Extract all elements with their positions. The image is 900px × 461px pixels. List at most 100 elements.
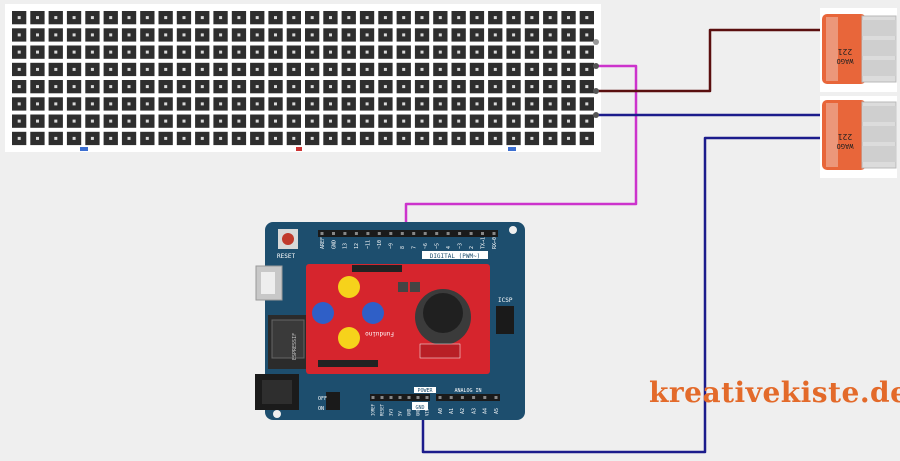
led-pixel-chip (145, 85, 149, 89)
bottom-header-pins (371, 396, 498, 399)
led-pixel-chip (512, 85, 516, 89)
analog-pin-label: A4 (483, 408, 489, 414)
led-pixel-chip (90, 16, 94, 20)
led-pixel-chip (164, 136, 168, 140)
led-pixel-chip (200, 16, 204, 20)
led-pixel-chip (310, 136, 314, 140)
led-pixel-chip (164, 67, 168, 71)
led-pixel-chip (182, 67, 186, 71)
header-pin (469, 232, 473, 235)
wifi-module-shield (271, 319, 305, 359)
digital-pin-label: ~5 (435, 243, 441, 249)
digital-pin-label: ~3 (457, 243, 463, 249)
led-pixel-chip (347, 50, 351, 54)
led-pixel-chip (237, 102, 241, 106)
header-pin (380, 396, 384, 399)
led-pixel-chip (237, 119, 241, 123)
led-pixel-chip (145, 33, 149, 37)
button-f (398, 282, 408, 292)
header-pin (354, 232, 358, 235)
led-pixel-chip (219, 102, 223, 106)
led-pixel-chip (383, 16, 387, 20)
led-pixel-chip (237, 85, 241, 89)
header-pin (423, 232, 427, 235)
header-pin (320, 232, 324, 235)
header-pin (435, 232, 439, 235)
connector-bottom-port-2 (862, 126, 896, 142)
led-pixel-chip (402, 119, 406, 123)
led-pixel-chip (182, 102, 186, 106)
led-pixel-chip (493, 50, 497, 54)
led-pixel-chip (200, 119, 204, 123)
led-pixel-chip (493, 85, 497, 89)
led-pixel-chip (457, 136, 461, 140)
header-pin (416, 396, 420, 399)
icsp-label: ICSP (498, 297, 513, 304)
digital-pin-label: AREF (320, 237, 326, 249)
led-pixel-chip (475, 119, 479, 123)
digital-pin-label: ~10 (377, 240, 383, 249)
led-pixel-chip (548, 136, 552, 140)
led-pixel-chip (347, 67, 351, 71)
led-pixel-chip (54, 136, 58, 140)
led-pixel-chip (310, 102, 314, 106)
led-pixel-chip (164, 102, 168, 106)
led-pixel-chip (17, 136, 21, 140)
led-pixel-chip (402, 16, 406, 20)
led-pixel-chip (17, 33, 21, 37)
led-pixel-chip (292, 50, 296, 54)
led-pixel-chip (127, 136, 131, 140)
led-pixel-chip (512, 119, 516, 123)
matrix-pin-data (593, 63, 599, 69)
led-pixel-chip (219, 67, 223, 71)
analog-pin-label: A0 (438, 408, 444, 414)
power-label-bg (414, 387, 436, 393)
led-pixel-chip (383, 136, 387, 140)
led-pixel-chip (329, 119, 332, 123)
led-pixel-chip (292, 136, 296, 140)
led-pixel-chip (36, 67, 39, 71)
led-pixel-chip (457, 33, 461, 37)
shield-header-bottom (318, 360, 378, 367)
led-pixel-chip (475, 33, 479, 37)
header-pin (377, 232, 381, 235)
led-pixel-chip (530, 16, 534, 20)
joystick-shield: Funduino (306, 264, 490, 374)
led-pixel-chip (329, 50, 332, 54)
led-pixel-chip (145, 119, 149, 123)
led-pixel-chip (109, 102, 113, 106)
led-pixel-chip (36, 119, 39, 123)
led-pixel-chip (164, 33, 168, 37)
led-pixel-chip (402, 33, 406, 37)
led-pixel-chip (457, 50, 461, 54)
led-pixel-chip (402, 50, 406, 54)
led-pixel-chip (274, 102, 277, 106)
led-pixel-chip (548, 85, 552, 89)
power-pin-label: VIN (425, 408, 430, 416)
connector-bottom-body (822, 100, 866, 170)
led-pixel-chip (329, 85, 332, 89)
led-pixel-chip (402, 85, 406, 89)
header-pin (412, 232, 416, 235)
led-pixel-chip (493, 136, 497, 140)
led-pixel-chip (145, 67, 149, 71)
led-pixel-chip (72, 67, 76, 71)
led-pixel-chip (420, 136, 424, 140)
led-pixel-chip (347, 119, 351, 123)
led-pixel-chip (54, 67, 58, 71)
connector-bottom-port-1 (862, 106, 896, 122)
led-pixel-chip (585, 102, 589, 106)
led-pixel-chip (127, 85, 131, 89)
led-pixel-chip (530, 119, 534, 123)
digital-pin-label: TX→1 (480, 237, 486, 249)
led-pixel-chip (383, 67, 387, 71)
header-pin (494, 396, 498, 399)
matrix-pin-unused (593, 39, 599, 45)
led-pixel-chip (567, 33, 570, 37)
led-pixel-chip (567, 136, 570, 140)
led-pixel-chip (109, 33, 113, 37)
led-pixel-chip (237, 16, 241, 20)
led-pixel-chip (127, 50, 131, 54)
led-pixel-chip (530, 67, 534, 71)
